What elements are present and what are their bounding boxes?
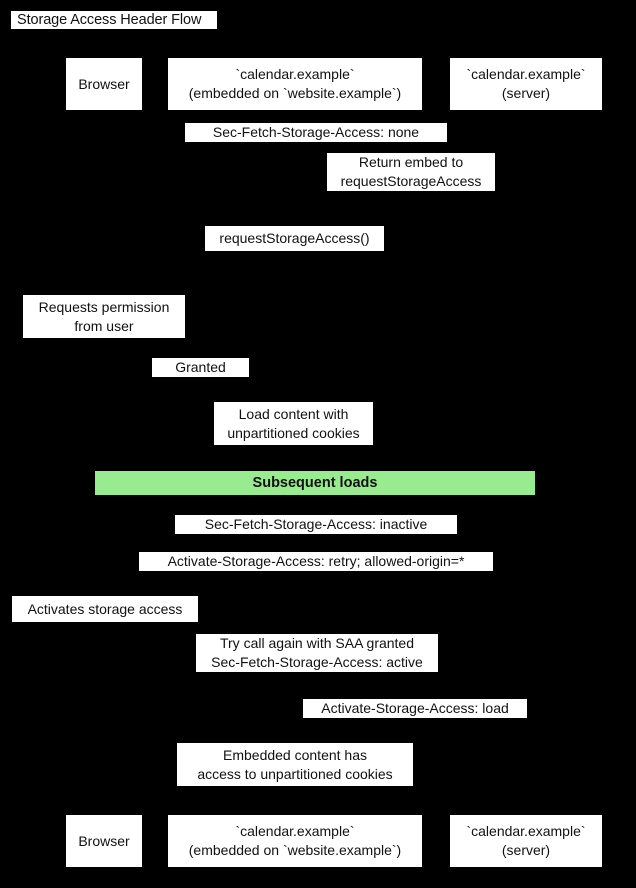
lifeline-embedded	[293, 113, 296, 818]
section-label: Subsequent loads	[252, 475, 378, 491]
participant-label: `calendar.example` (embedded on `website…	[188, 66, 402, 101]
message-arrowhead-m8	[295, 716, 306, 729]
message-arrowhead-m3	[104, 266, 115, 279]
message-label-m5: Sec-Fetch-Storage-Access: inactive	[175, 515, 457, 534]
message-line-m2	[305, 202, 527, 205]
message-line-m6	[114, 573, 527, 576]
note-text: Embedded content has access to unpartiti…	[197, 746, 393, 782]
message-label-m2: Return embed to requestStorageAccess	[327, 153, 495, 191]
message-arrowhead-m7	[516, 681, 527, 694]
message-arrowhead-m4	[284, 374, 295, 387]
participant-footer-embedded[interactable]: `calendar.example` (embedded on `website…	[165, 812, 425, 870]
participant-label: `calendar.example` (embedded on `website…	[188, 823, 402, 858]
note-request-storage-access: requestStorageAccess()	[203, 224, 386, 253]
note-activates-storage-access: Activates storage access	[10, 594, 200, 624]
note-embedded-content-access: Embedded content has access to unpartiti…	[175, 741, 415, 788]
note-requests-permission: Requests permission from user	[21, 293, 187, 340]
note-load-content: Load content with unpartitioned cookies	[212, 400, 375, 447]
message-label-m7: Try call again with SAA granted Sec-Fetc…	[196, 634, 438, 672]
message-line-m7	[104, 686, 519, 689]
message-arrowhead-m5	[516, 531, 527, 544]
note-text: Load content with unpartitioned cookies	[227, 405, 360, 441]
message-line-m8	[305, 721, 527, 724]
page-title: Storage Access Header Flow	[17, 12, 202, 28]
participant-label: Browser	[78, 75, 130, 92]
message-arrowhead-m1	[516, 139, 527, 152]
note-text: Activates storage access	[27, 600, 183, 617]
message-line-m4	[104, 379, 287, 382]
note-text: Requests permission from user	[38, 298, 170, 334]
message-label-m6: Activate-Storage-Access: retry; allowed-…	[139, 552, 493, 571]
diagram-title-box: Storage Access Header Flow	[8, 8, 220, 32]
message-line-m5	[104, 536, 519, 539]
message-line-m1	[104, 144, 519, 147]
participant-label: Browser	[78, 832, 130, 849]
message-arrowhead-m6	[104, 568, 115, 581]
message-label-m1: Sec-Fetch-Storage-Access: none	[185, 123, 447, 142]
lifeline-browser	[103, 113, 106, 818]
participant-footer-server[interactable]: `calendar.example` (server)	[447, 812, 605, 870]
message-arrowhead-m2	[295, 197, 306, 210]
participant-header-embedded[interactable]: `calendar.example` (embedded on `website…	[165, 55, 425, 113]
participant-label: `calendar.example` (server)	[466, 823, 586, 858]
participant-label: `calendar.example` (server)	[466, 66, 586, 101]
lifeline-server	[525, 113, 528, 818]
note-text: requestStorageAccess()	[219, 230, 370, 246]
message-label-m8: Activate-Storage-Access: load	[303, 699, 527, 718]
section-subsequent-loads: Subsequent loads	[93, 469, 537, 497]
message-label-m4: Granted	[152, 358, 249, 377]
participant-header-browser[interactable]: Browser	[63, 55, 145, 113]
participant-footer-browser[interactable]: Browser	[63, 812, 145, 870]
message-line-m3	[114, 271, 295, 274]
participant-header-server[interactable]: `calendar.example` (server)	[447, 55, 605, 113]
